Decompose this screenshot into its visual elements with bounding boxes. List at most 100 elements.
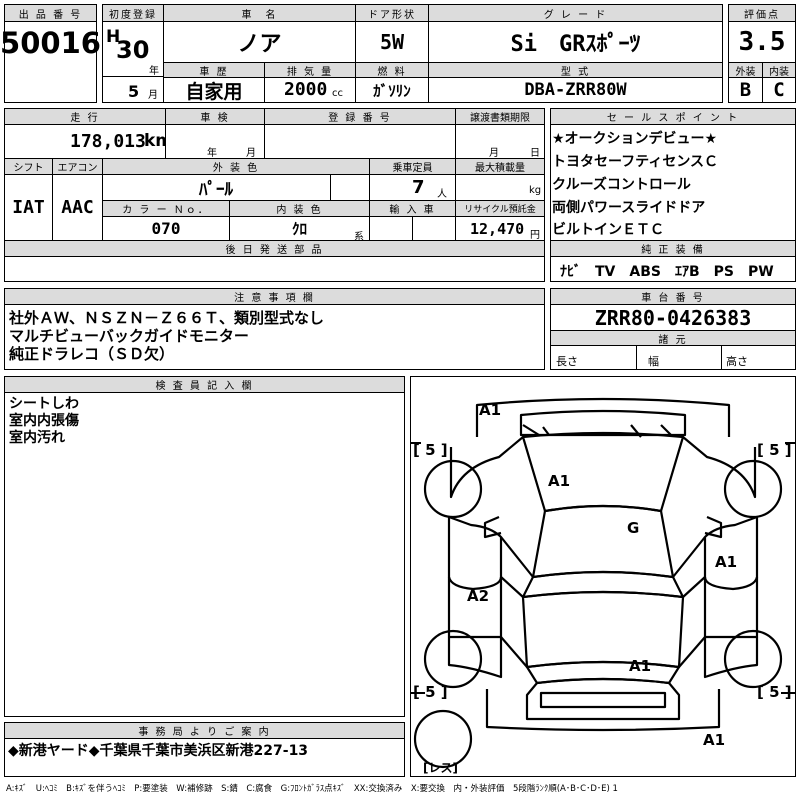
dims-header: 諸 元	[550, 330, 796, 346]
displacement-header: 排 気 量	[264, 62, 356, 78]
transfer-header: 譲渡書類期限	[455, 108, 545, 125]
sales-points-cell	[550, 124, 796, 241]
sales-point: クルーズコントロール	[552, 177, 691, 193]
equipment-header: 純 正 装 備	[550, 240, 796, 257]
score-header: 評価点	[728, 4, 796, 22]
tire-tread-fl: [ 5 ]	[413, 441, 448, 459]
width-label: 幅	[648, 355, 659, 368]
load-cell	[455, 174, 545, 201]
model-code: DBA-ZRR80W	[524, 80, 627, 100]
fuel-cell	[355, 77, 429, 103]
damage-mark: A1	[715, 553, 738, 571]
inspector-note: 室内内張傷	[9, 413, 79, 429]
later-parts-header: 後 日 発 送 部 品	[4, 240, 545, 257]
inspector-cell	[4, 392, 405, 717]
equipment: ﾅﾋﾞ TV ABS ｴｱB PS PW	[560, 264, 774, 280]
fuel: ｶﾞｿﾘﾝ	[373, 81, 411, 100]
air-conditioner: AAC	[61, 197, 94, 218]
dims-cell	[550, 345, 796, 370]
month-unit: 月	[148, 90, 158, 101]
reg-month: 5	[128, 82, 140, 101]
sales-point: 両側パワースライドドア	[552, 200, 706, 216]
yen-unit: 円	[530, 230, 540, 241]
plate-cell	[264, 124, 456, 159]
era: H	[106, 27, 121, 47]
plate-header: 登 録 番 号	[264, 108, 456, 125]
mileage: 178,013	[70, 131, 146, 152]
score-cell	[728, 21, 796, 63]
recycle-cell	[455, 216, 545, 241]
later-parts-cell	[4, 256, 545, 282]
chassis-number: ZRR80-0426383	[594, 305, 752, 330]
ac-cell	[52, 174, 103, 241]
history: 自家用	[185, 80, 243, 103]
office-info: ◆新港ヤード◆千葉県千葉市美浜区新港227-13	[8, 743, 309, 759]
exterior-header: 外装	[728, 62, 763, 78]
insp-month-unit: 月	[246, 148, 256, 159]
car-outline	[411, 397, 795, 769]
year-unit: 年	[149, 66, 159, 77]
tire-tread-fr: [ 5 ]	[757, 441, 792, 459]
recycle-header: リサイクル預託金	[455, 200, 545, 217]
note-line: 純正ドラレコ（ＳＤ欠）	[9, 345, 175, 363]
sales-points-header: セ ー ル ス ポ イ ン ト	[550, 108, 796, 125]
inspector-header: 検 査 員 記 入 欄	[4, 376, 405, 393]
chassis-cell	[550, 304, 796, 331]
capacity-cell	[369, 174, 456, 201]
lot-no-cell	[4, 21, 97, 103]
sales-point: ビルトインＥＴＣ	[552, 222, 664, 238]
load-header: 最大積載量	[455, 158, 545, 175]
inspector-note: シートしわ	[9, 396, 79, 412]
grade: Si GRｽﾎﾟｰﾂ	[510, 32, 641, 57]
car-name-header: 車 名	[163, 4, 356, 22]
interior-cell	[762, 77, 796, 103]
length-label: 長さ	[556, 355, 578, 368]
import-header: 輸 入 車	[369, 200, 456, 217]
legend: A:ｷｽﾞ U:ﾍｺﾐ B:ｷｽﾞを伴うﾍｺﾐ P:要塗装 W:補修跡 S:錆 …	[6, 784, 618, 794]
chassis-header: 車 台 番 号	[550, 288, 796, 305]
grade-header: グ レ ー ド	[428, 4, 723, 22]
shift-cell	[4, 174, 53, 241]
first-reg-cell	[102, 21, 164, 103]
height-label: 高さ	[726, 355, 748, 368]
interior-color: ｸﾛ	[291, 220, 307, 238]
color-header: 外 装 色	[102, 158, 370, 175]
insp-year-unit: 年	[207, 148, 217, 159]
sales-point: ★オークションデビュー★	[552, 131, 718, 147]
tire-tread-rl: [ 5 ]	[413, 683, 448, 701]
load-unit: kg	[529, 185, 542, 196]
color-no-cell	[102, 216, 230, 241]
spare-tire: [レス]	[423, 761, 458, 775]
exterior-color: ﾊﾟｰﾙ	[199, 180, 233, 200]
office-cell	[4, 738, 405, 777]
interior-grade: C	[773, 79, 785, 101]
capacity-unit: 人	[437, 189, 447, 200]
door-header: ドア形状	[355, 4, 429, 22]
mileage-cell	[4, 124, 166, 159]
damage-mark: A1	[629, 657, 652, 675]
ac-header: エアコン	[52, 158, 103, 175]
fuel-header: 燃 料	[355, 62, 429, 78]
lot-no-header: 出 品 番 号	[4, 4, 97, 22]
reg-year: 30	[116, 36, 150, 64]
note-line: 社外ＡＷ、ＮＳＺＮ－Ｚ６６Ｔ、類別型式なし	[9, 309, 325, 327]
notes-header: 注 意 事 項 欄	[4, 288, 545, 305]
capacity-header: 乗車定員	[369, 158, 456, 175]
transfer-day-unit: 日	[530, 148, 540, 159]
inspection-header: 車 検	[165, 108, 265, 125]
interior-header: 内装	[762, 62, 796, 78]
int-color-header: 内 装 色	[229, 200, 370, 217]
shift-header: シフト	[4, 158, 53, 175]
transfer-month-unit: 月	[489, 148, 499, 159]
recycle-fee: 12,470	[470, 220, 525, 238]
damage-mark: A2	[467, 587, 490, 605]
equipment-cell	[550, 256, 796, 282]
color-no: 070	[151, 219, 181, 238]
first-reg-header: 初度登録	[102, 4, 164, 22]
damage-mark: G	[627, 519, 640, 537]
score: 3.5	[738, 27, 786, 57]
sales-point: トヨタセーフティセンスＣ	[552, 154, 719, 170]
tire-tread-rr: [ 5 ]	[757, 683, 792, 701]
damage-mark: A1	[548, 472, 571, 490]
damage-diagram: A1 A1 G A1 A2 A1 A1 [ 5 ] [ 5 ] [ 5 ] [ …	[410, 376, 796, 777]
